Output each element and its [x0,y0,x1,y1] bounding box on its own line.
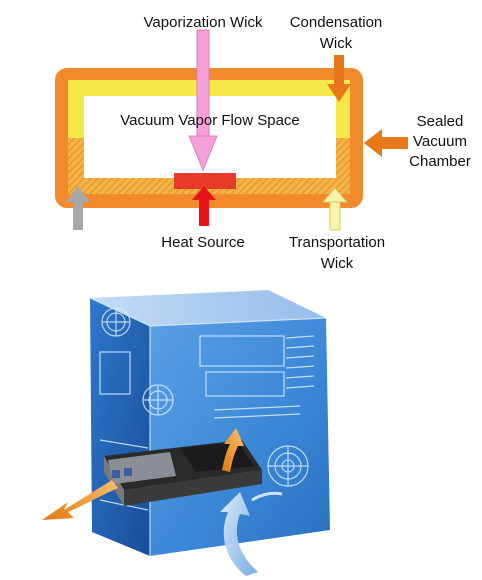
label-vacuum-vapor-flow-space: Vacuum Vapor Flow Space [120,112,300,129]
heat-pipe-diagram: Vaporization Wick Condensation Wick Vacu… [55,14,471,272]
hot-air-exhaust-arrow [42,480,118,520]
heat-source-arrow [192,186,216,226]
case-wireframe [89,297,327,556]
label-sealed-line3: Chamber [409,153,471,170]
vaporization-arrow [188,29,218,172]
case-top-face [90,290,326,326]
heat-source-block [174,173,236,189]
label-transportation-line1: Transportation [289,234,385,251]
gray-arrow [66,186,90,230]
case-front-face [90,298,150,556]
computer-case-illustration [42,290,330,576]
condensation-arrow [327,55,351,102]
label-vaporization-wick: Vaporization Wick [144,14,263,31]
sealed-chamber-arrow [364,129,408,157]
label-heat-source: Heat Source [161,234,244,251]
label-condensation-line1: Condensation [290,14,383,31]
label-sealed-line2: Vacuum [413,133,467,150]
cool-air-intake-arrow [220,491,283,576]
graphics-card [104,440,262,506]
label-sealed-line1: Sealed [417,113,464,130]
label-condensation-line2: Wick [320,35,353,52]
transportation-arrow [321,187,349,231]
hot-air-rising-arrow [222,428,244,472]
label-transportation-line2: Wick [321,255,354,272]
